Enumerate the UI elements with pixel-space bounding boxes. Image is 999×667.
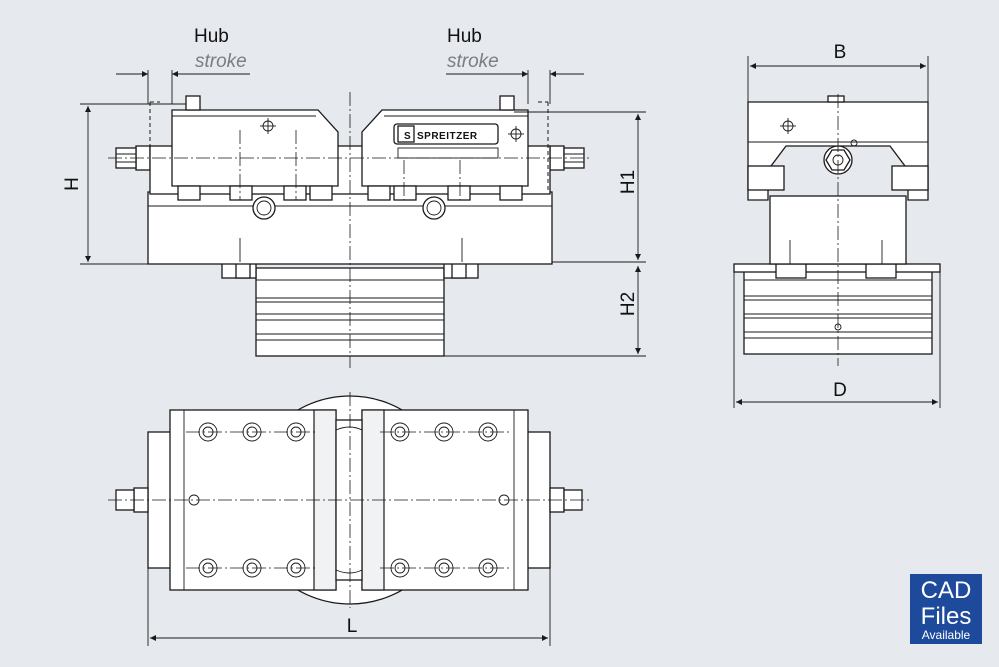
cad-badge-line3: Available — [922, 628, 971, 642]
brand-logo: S — [404, 131, 411, 142]
label-hub-left: Hub — [194, 26, 229, 47]
cad-badge-line2: Files — [921, 603, 972, 630]
label-hub-right: Hub — [447, 26, 482, 47]
label-H1: H1 — [618, 170, 639, 194]
brand-plate — [393, 123, 499, 145]
port-right — [422, 196, 446, 220]
front-dimensions: Hub stroke Hub stroke H H1 H2 — [62, 26, 646, 357]
label-H2: H2 — [618, 292, 639, 316]
label-B: B — [834, 42, 847, 63]
side-flange — [733, 263, 941, 273]
label-H: H — [62, 177, 83, 191]
port-left — [252, 196, 276, 220]
brand-name: SPREITZER — [417, 131, 478, 142]
cad-files-badge[interactable]: CAD Files Available — [910, 574, 982, 644]
top-view — [108, 392, 590, 608]
side-view — [733, 94, 941, 366]
jaw-left — [171, 109, 339, 187]
label-D: D — [833, 380, 847, 401]
side-dimensions: B D — [733, 42, 941, 408]
label-stroke-right: stroke — [447, 51, 499, 72]
label-stroke-left: stroke — [195, 51, 247, 72]
label-L: L — [347, 616, 358, 637]
top-dimensions: L — [147, 568, 551, 646]
cad-badge-box[interactable] — [910, 574, 982, 644]
front-view: S SPREITZER — [108, 92, 590, 368]
cad-badge-line1: CAD — [921, 577, 972, 604]
